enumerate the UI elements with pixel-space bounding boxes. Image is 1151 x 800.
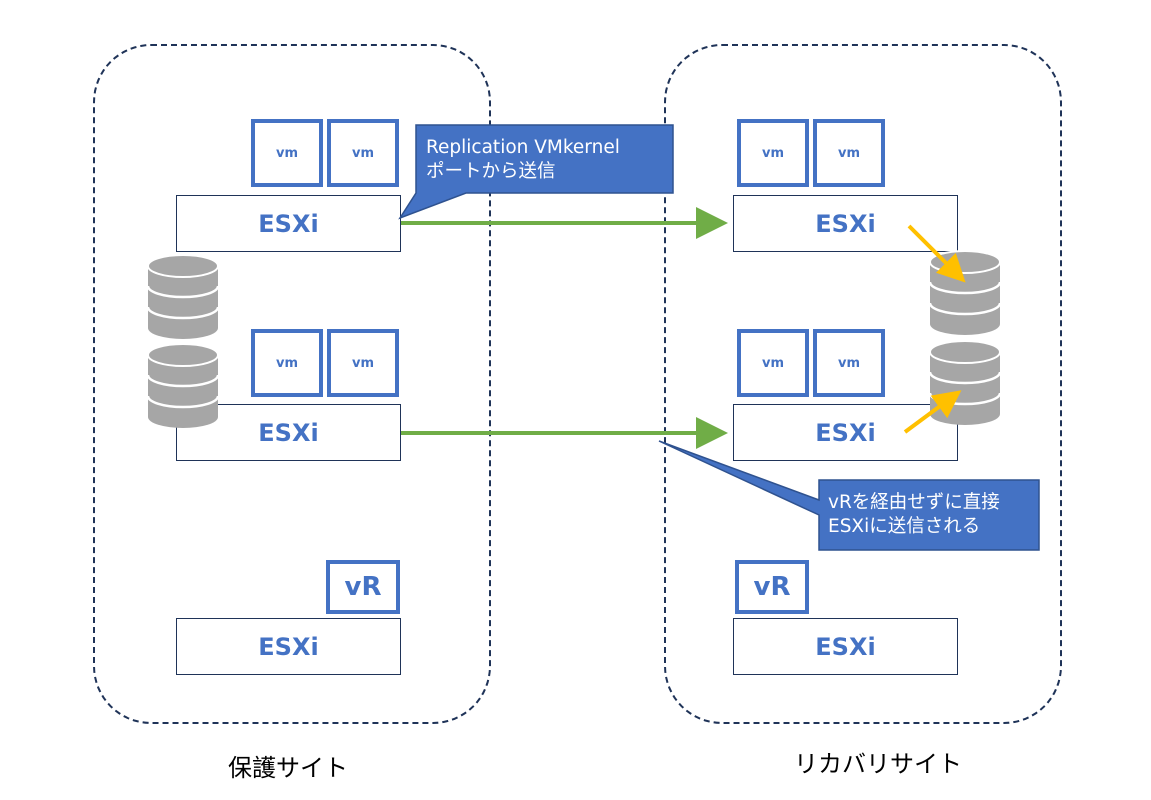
recovery-site-container — [664, 44, 1062, 724]
esxi-host: ESXi — [176, 195, 401, 252]
vm-box: vm — [737, 119, 809, 187]
vm-box: vm — [813, 119, 885, 187]
datastore-icon — [146, 253, 220, 341]
datastore-icon — [928, 339, 1002, 427]
datastore-icon — [928, 249, 1002, 337]
callout-line: ポートから送信 — [426, 161, 556, 182]
vm-box: vm — [251, 329, 323, 397]
esxi-host: ESXi — [733, 404, 958, 461]
esxi-host: ESXi — [176, 618, 401, 675]
recovery-site-label: リカバリサイト — [794, 750, 962, 778]
protected-site-label: 保護サイト — [228, 754, 348, 782]
protected-site-container — [93, 44, 491, 724]
datastore-icon — [146, 342, 220, 430]
callout-line: Replication VMkernel — [426, 137, 620, 158]
vr-appliance: vR — [735, 560, 809, 614]
esxi-host: ESXi — [733, 618, 958, 675]
callout-direct-shape — [658, 440, 1040, 551]
vm-box: vm — [737, 329, 809, 397]
write-arrow — [907, 224, 966, 283]
callout-direct-text: vRを経由せずに直接 ESXiに送信される — [828, 491, 1000, 539]
vm-box: vm — [813, 329, 885, 397]
callout-replication-text: Replication VMkernel ポートから送信 — [426, 136, 620, 184]
esxi-host: ESXi — [733, 195, 958, 252]
callout-line: vRを経由せずに直接 — [828, 492, 1000, 513]
callout-line: ESXiに送信される — [828, 516, 981, 537]
write-arrow — [903, 390, 962, 434]
vm-box: vm — [251, 119, 323, 187]
vr-appliance: vR — [326, 560, 400, 614]
vm-box: vm — [327, 119, 399, 187]
callout-replication-shape — [398, 124, 674, 220]
esxi-host: ESXi — [176, 404, 401, 461]
vm-box: vm — [327, 329, 399, 397]
